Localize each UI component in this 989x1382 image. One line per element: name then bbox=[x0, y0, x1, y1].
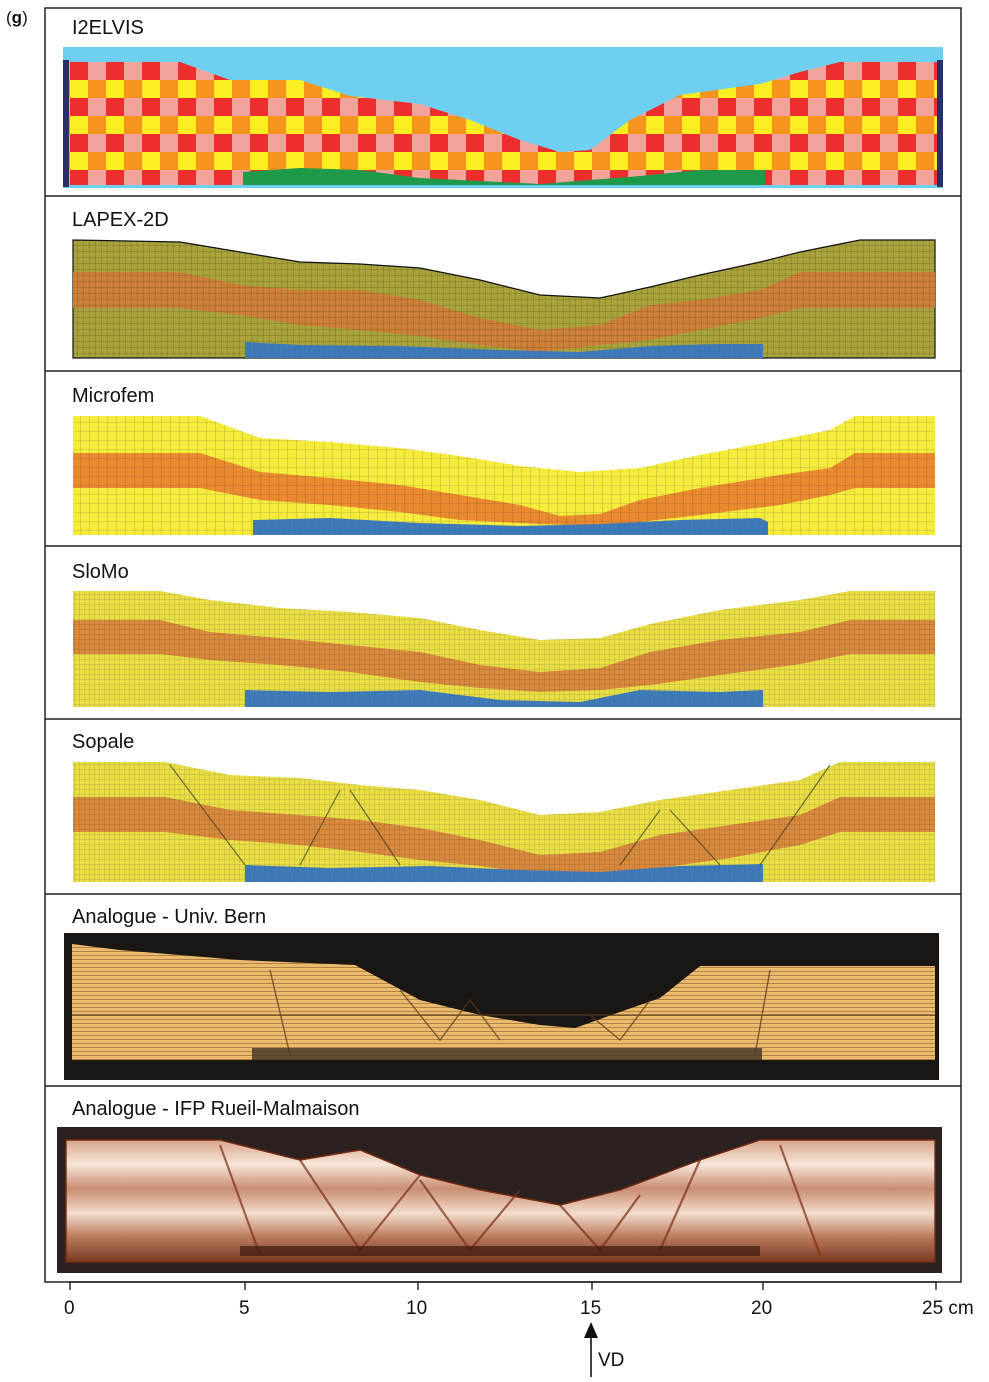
panel-label-slomo: SloMo bbox=[72, 561, 129, 583]
x-tick-label: 5 bbox=[239, 1298, 250, 1319]
panel-sopale-image bbox=[73, 762, 935, 882]
panel-label-ifp: Analogue - IFP Rueil-Malmaison bbox=[72, 1098, 360, 1120]
x-tick-label: 15 bbox=[580, 1298, 602, 1319]
panel-label-microfem: Microfem bbox=[72, 385, 155, 407]
panel-label-lapex2d: LAPEX-2D bbox=[72, 209, 169, 231]
panel-i2elvis-image bbox=[63, 47, 943, 188]
panel-label-bern: Analogue - Univ. Bern bbox=[72, 906, 267, 928]
x-tick-label: 0 bbox=[64, 1298, 75, 1319]
panel-lapex2d-image bbox=[72, 239, 936, 359]
x-tick-label: 20 bbox=[751, 1298, 773, 1319]
panel-bern-image bbox=[64, 933, 939, 1080]
x-tick-label: 25 cm bbox=[922, 1298, 974, 1319]
vd-arrow-icon bbox=[584, 1322, 598, 1377]
figure-panel-letter: (g) bbox=[6, 8, 28, 27]
panel-label-sopale: Sopale bbox=[72, 731, 135, 753]
x-axis bbox=[69, 1281, 937, 1290]
panel-label-i2elvis: I2ELVIS bbox=[72, 17, 144, 39]
panel-slomo-image bbox=[73, 591, 935, 707]
x-tick-label: 10 bbox=[406, 1298, 428, 1319]
panel-separators bbox=[45, 195, 961, 1087]
panel-ifp-image bbox=[57, 1127, 942, 1273]
vd-label: VD bbox=[598, 1350, 625, 1371]
panel-microfem-image bbox=[73, 416, 935, 535]
